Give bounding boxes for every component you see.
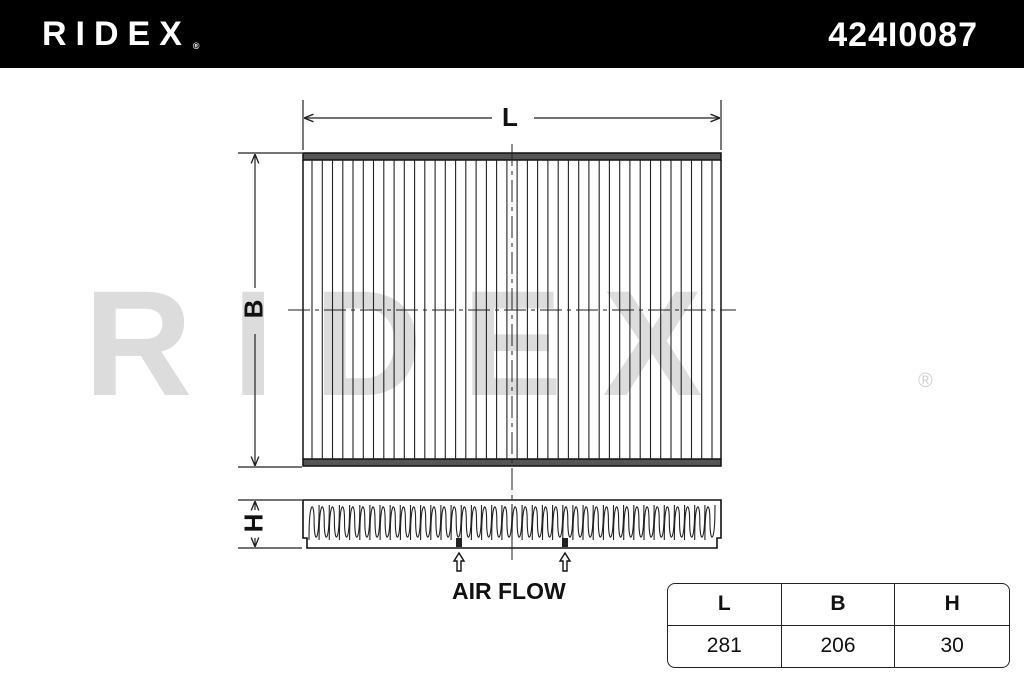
table-value-width: 206	[782, 625, 896, 667]
watermark-registered-mark: ®	[918, 370, 933, 392]
brand-name: RIDEX	[42, 15, 191, 53]
registered-mark: ®	[192, 41, 200, 51]
height-dimension-line	[238, 499, 302, 549]
length-label: L	[502, 102, 518, 132]
center-lines	[288, 144, 736, 560]
table-header-height: H	[895, 584, 1009, 626]
table-header-length: L	[668, 584, 782, 626]
brand-logo: RIDEX®	[42, 13, 200, 55]
length-dimension-line	[302, 100, 722, 150]
dimensions-table: L B H 281 206 30	[667, 583, 1010, 668]
airflow-label: AIR FLOW	[452, 578, 566, 604]
height-label: H	[238, 513, 269, 533]
table-value-length: 281	[668, 625, 782, 667]
width-label: B	[238, 299, 269, 319]
part-number: 424I0087	[828, 16, 978, 54]
width-dimension-line	[238, 152, 302, 468]
table-header-width: B	[781, 584, 896, 626]
filter-side-view	[302, 499, 722, 549]
airflow-arrows	[452, 551, 572, 572]
header-bar: RIDEX® 424I0087	[0, 0, 1024, 68]
table-value-height: 30	[940, 634, 964, 658]
